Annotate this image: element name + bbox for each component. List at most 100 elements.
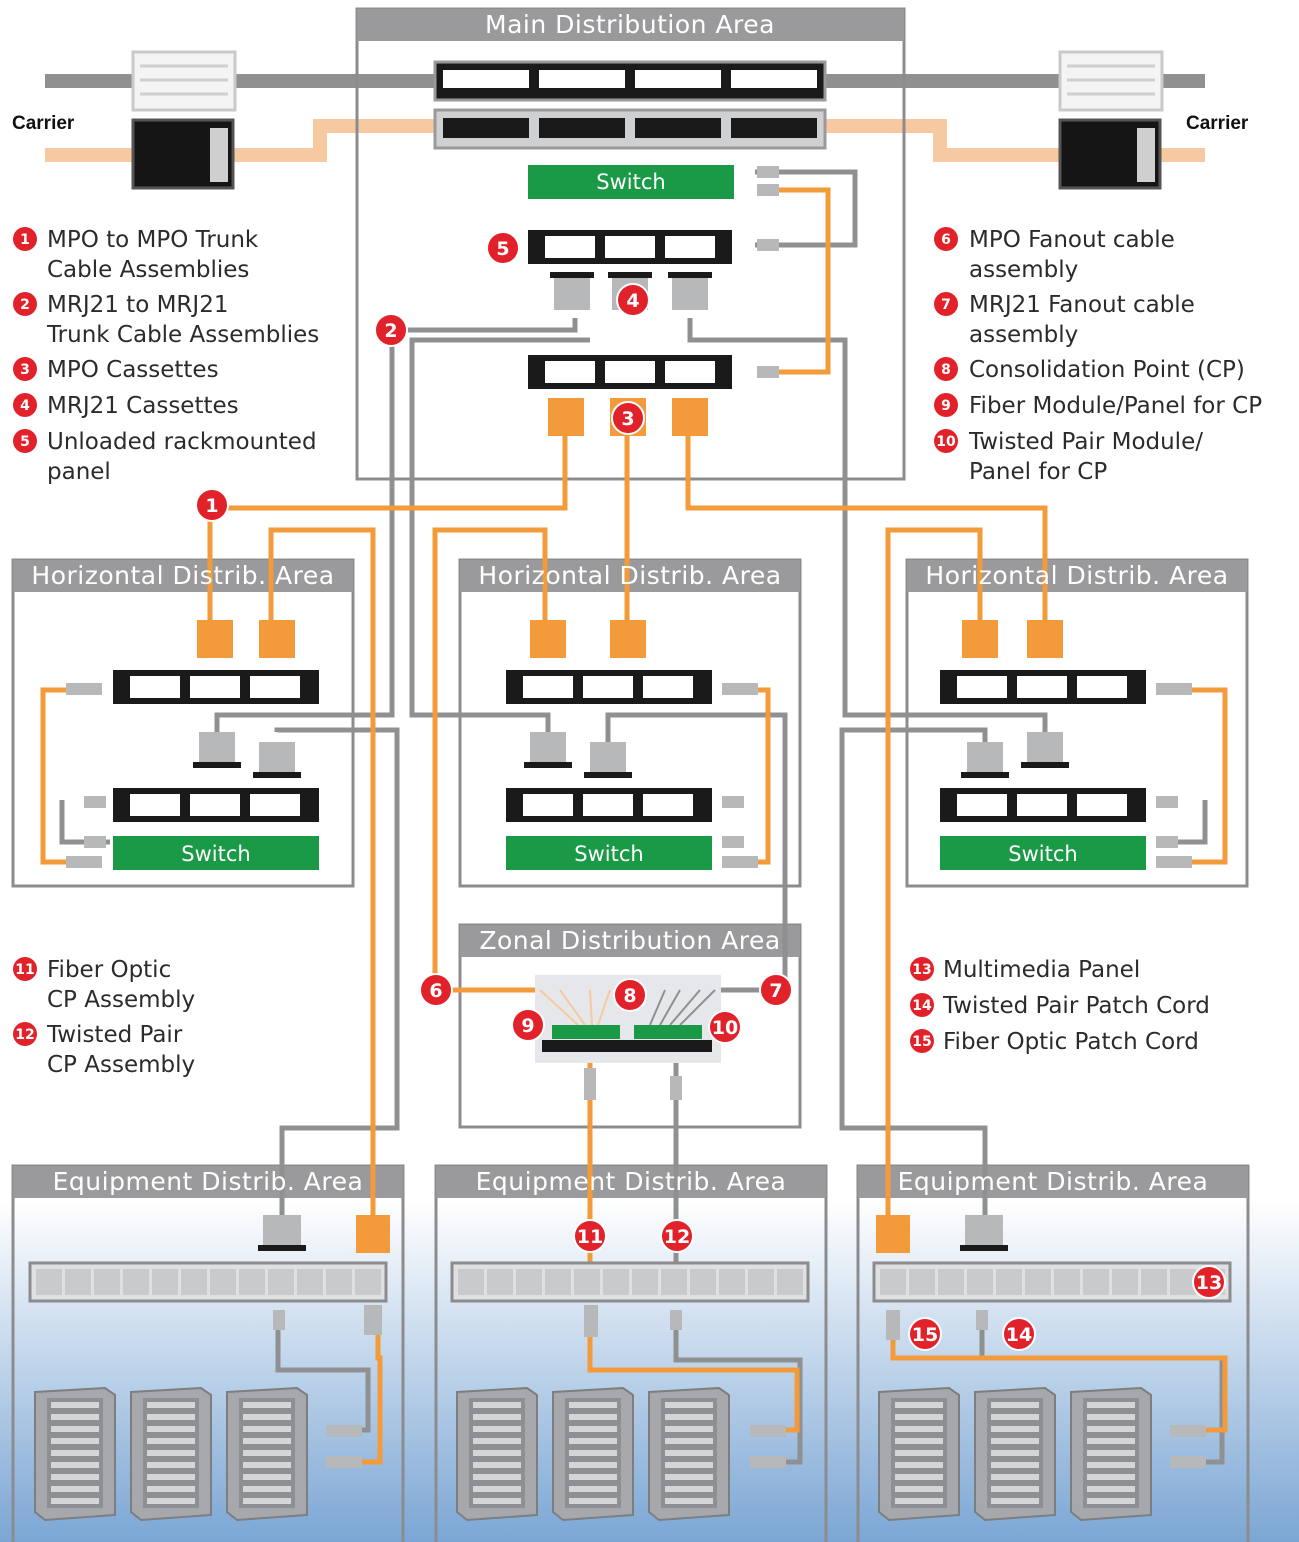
hda-right-equipment <box>940 620 1192 870</box>
legend-text: Consolidation Point (CP) <box>969 357 1245 383</box>
legend-badge <box>934 292 958 316</box>
callout-circle <box>611 401 645 435</box>
legend-text: Fiber Optic <box>47 957 171 983</box>
legend-text: CP Assembly <box>47 1052 195 1078</box>
panel-port <box>516 1269 542 1295</box>
panel-port <box>1083 1269 1109 1295</box>
panel-port <box>487 1269 513 1295</box>
legend-text: MRJ21 to MRJ21 <box>47 292 228 318</box>
panel-port <box>938 1269 964 1295</box>
legend-number: 9 <box>941 398 951 414</box>
panel-port <box>545 1269 571 1295</box>
callout-11: 11 <box>573 1219 607 1253</box>
callout-number: 13 <box>1196 1272 1222 1294</box>
server-rack <box>974 1386 1056 1522</box>
mda-top-patch-panels <box>433 60 827 150</box>
carrier-right-label: Carrier <box>1186 113 1249 134</box>
hda-left-equipment <box>66 620 319 870</box>
server-rack <box>1070 1386 1152 1522</box>
legend-badge <box>910 957 934 981</box>
server-rack <box>226 1386 308 1522</box>
legend-badge <box>910 993 934 1017</box>
panel-port <box>1025 1269 1051 1295</box>
mda-patch-plugs <box>757 166 779 378</box>
callout-circle <box>511 1008 545 1042</box>
legend-text: MRJ21 Fanout cable <box>969 292 1195 318</box>
carrier-links <box>45 50 1205 190</box>
server-rack <box>878 1386 960 1522</box>
legend-number: 8 <box>941 362 951 378</box>
legend-badge <box>13 393 37 417</box>
callout-number: 8 <box>623 985 636 1007</box>
legend-text: MPO Fanout cable <box>969 227 1175 253</box>
legend-text: MPO to MPO Trunk <box>47 227 259 253</box>
callout-circle <box>374 313 408 347</box>
hda-right <box>905 558 1249 888</box>
legend-text: Cable Assemblies <box>47 257 249 283</box>
panel-port <box>1170 1269 1196 1295</box>
legend-text: assembly <box>969 257 1078 283</box>
legend-badge <box>13 357 37 381</box>
callout-number: 6 <box>429 980 442 1002</box>
legend-number: 4 <box>20 398 30 414</box>
callout-number: 5 <box>496 238 509 260</box>
callout-9: 9 <box>511 1008 545 1042</box>
eda-center <box>434 1164 828 1542</box>
callout-number: 10 <box>712 1017 738 1039</box>
legend-text: Trunk Cable Assemblies <box>46 322 319 348</box>
panel-port <box>123 1269 149 1295</box>
eda-right <box>856 1164 1250 1542</box>
callout-circle <box>573 1219 607 1253</box>
legend-number: 3 <box>20 362 30 378</box>
panel-port <box>1054 1269 1080 1295</box>
callout-circle <box>1192 1265 1226 1299</box>
callout-14: 14 <box>1002 1317 1036 1351</box>
legend-badge <box>910 1029 934 1053</box>
legend-text: Multimedia Panel <box>943 957 1140 983</box>
server-rack <box>552 1386 634 1522</box>
callout-3: 3 <box>611 401 645 435</box>
callout-8: 8 <box>613 978 647 1012</box>
panel-port <box>603 1269 629 1295</box>
callout-number: 3 <box>621 408 634 430</box>
hda-right-title: Horizontal Distrib. Area <box>925 561 1228 590</box>
legend-number: 14 <box>912 998 932 1014</box>
mda-switch-label: Switch <box>596 170 665 194</box>
legend-text: assembly <box>969 322 1078 348</box>
panel-port <box>326 1269 352 1295</box>
panel-port <box>880 1269 906 1295</box>
panel-port <box>632 1269 658 1295</box>
legend-number: 15 <box>912 1034 931 1050</box>
server-rack <box>648 1386 730 1522</box>
panel-port <box>574 1269 600 1295</box>
legend-badge <box>13 957 37 981</box>
legend-number: 7 <box>941 297 951 313</box>
panel-port <box>297 1269 323 1295</box>
legend-number: 13 <box>912 962 931 978</box>
legend-number: 1 <box>20 232 30 248</box>
legend-item-13: 13 Multimedia Panel <box>910 957 1140 983</box>
callout-circle <box>660 1219 694 1253</box>
callout-number: 4 <box>626 290 639 312</box>
callout-circle <box>908 1317 942 1351</box>
callout-number: 2 <box>384 320 397 342</box>
panel-port <box>909 1269 935 1295</box>
callout-number: 15 <box>912 1324 938 1346</box>
callout-13: 13 <box>1192 1265 1226 1299</box>
callout-number: 14 <box>1006 1324 1032 1346</box>
main-distribution-area <box>355 7 906 481</box>
eda-center-title: Equipment Distrib. Area <box>476 1167 787 1196</box>
legend-badge <box>934 393 958 417</box>
copper-trunk-cables <box>59 169 1225 1465</box>
callout-number: 7 <box>769 980 782 1002</box>
panel-port <box>36 1269 62 1295</box>
panel-port <box>239 1269 265 1295</box>
panel-port <box>65 1269 91 1295</box>
multimedia-panel-cells <box>36 1269 1225 1295</box>
